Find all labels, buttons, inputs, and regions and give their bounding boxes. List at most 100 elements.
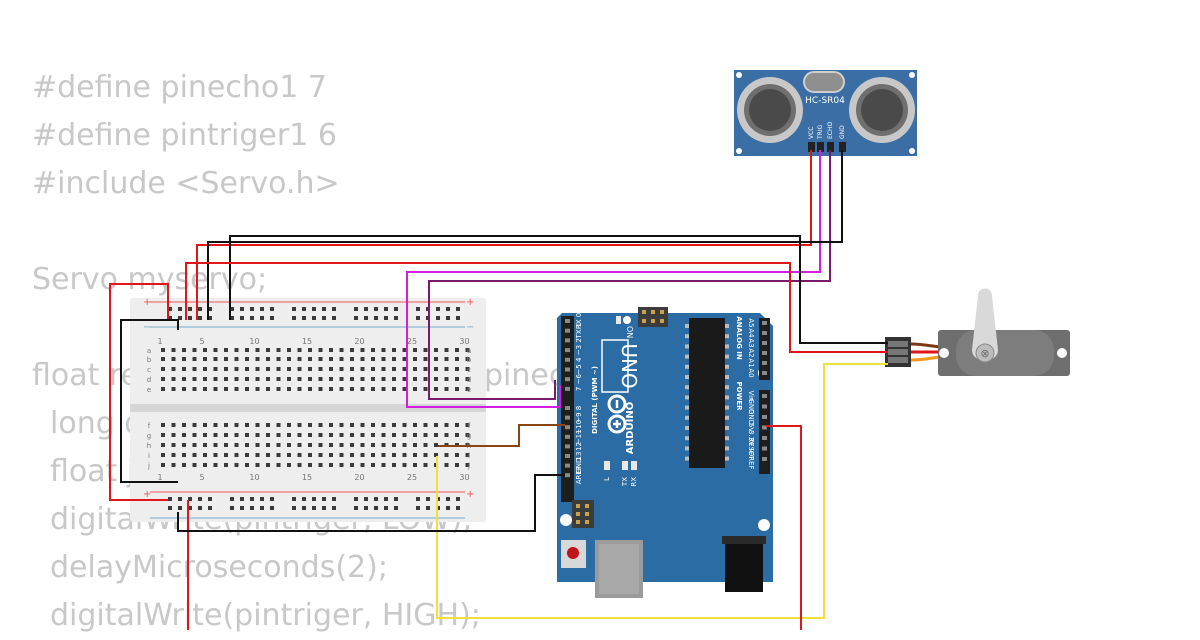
rail-hole[interactable] xyxy=(394,497,398,501)
breadboard-hole[interactable] xyxy=(203,463,207,467)
rail-hole[interactable] xyxy=(198,316,202,320)
sensor-pins[interactable] xyxy=(808,142,846,152)
breadboard-hole[interactable] xyxy=(245,443,249,447)
breadboard-hole[interactable] xyxy=(329,443,333,447)
breadboard-hole[interactable] xyxy=(465,348,470,352)
breadboard-hole[interactable] xyxy=(413,453,417,457)
wire-servo-vcc[interactable] xyxy=(185,262,888,353)
breadboard-hole[interactable] xyxy=(392,423,396,427)
breadboard-hole[interactable] xyxy=(360,433,365,437)
analog-header[interactable] xyxy=(759,318,770,380)
header-pin[interactable] xyxy=(565,377,570,382)
rail-hole[interactable] xyxy=(198,307,202,311)
breadboard-hole[interactable] xyxy=(255,423,260,427)
breadboard-hole[interactable] xyxy=(276,357,281,361)
breadboard-hole[interactable] xyxy=(339,443,344,447)
breadboard-hole[interactable] xyxy=(434,357,438,361)
breadboard-hole[interactable] xyxy=(161,443,165,447)
rail-hole[interactable] xyxy=(188,497,192,501)
breadboard-hole[interactable] xyxy=(308,443,312,447)
breadboard-hole[interactable] xyxy=(255,443,260,447)
rail-hole[interactable] xyxy=(270,506,274,510)
breadboard-hole[interactable] xyxy=(455,348,459,352)
rail-hole[interactable] xyxy=(240,316,244,320)
breadboard-hole[interactable] xyxy=(266,357,270,361)
rail-hole[interactable] xyxy=(374,316,378,320)
breadboard-hole[interactable] xyxy=(287,463,291,467)
breadboard-hole[interactable] xyxy=(350,377,354,381)
breadboard-hole[interactable] xyxy=(266,433,270,437)
reset-button-cap[interactable] xyxy=(567,547,579,559)
breadboard-hole[interactable] xyxy=(402,443,407,447)
breadboard-hole[interactable] xyxy=(297,387,302,391)
breadboard-hole[interactable] xyxy=(444,357,449,361)
breadboard-hole[interactable] xyxy=(455,377,459,381)
breadboard-hole[interactable] xyxy=(161,357,165,361)
breadboard-hole[interactable] xyxy=(329,387,333,391)
breadboard-hole[interactable] xyxy=(287,387,291,391)
sensor-pin[interactable] xyxy=(827,142,834,152)
breadboard-hole[interactable] xyxy=(287,423,291,427)
breadboard-hole[interactable] xyxy=(245,348,249,352)
breadboard-hole[interactable] xyxy=(465,357,470,361)
breadboard-hole[interactable] xyxy=(423,423,428,427)
rail-hole[interactable] xyxy=(384,316,388,320)
rail-hole[interactable] xyxy=(208,307,212,311)
breadboard-hole[interactable] xyxy=(455,357,459,361)
breadboard-hole[interactable] xyxy=(339,433,344,437)
breadboard-hole[interactable] xyxy=(465,387,470,391)
rail-hole[interactable] xyxy=(260,316,264,320)
breadboard-hole[interactable] xyxy=(318,463,323,467)
breadboard-hole[interactable] xyxy=(360,443,365,447)
rail-hole[interactable] xyxy=(374,307,378,311)
breadboard-hole[interactable] xyxy=(234,348,239,352)
rail-hole[interactable] xyxy=(292,307,296,311)
breadboard-hole[interactable] xyxy=(192,367,197,371)
rail-hole[interactable] xyxy=(250,316,254,320)
breadboard-hole[interactable] xyxy=(318,387,323,391)
breadboard-hole[interactable] xyxy=(224,387,228,391)
rail-hole[interactable] xyxy=(230,506,234,510)
breadboard-hole[interactable] xyxy=(192,453,197,457)
breadboard-hole[interactable] xyxy=(308,463,312,467)
breadboard-hole[interactable] xyxy=(287,453,291,457)
breadboard-hole[interactable] xyxy=(392,453,396,457)
breadboard-hole[interactable] xyxy=(465,463,470,467)
breadboard-hole[interactable] xyxy=(339,387,344,391)
rail-hole[interactable] xyxy=(250,307,254,311)
rail-hole[interactable] xyxy=(446,307,450,311)
rail-hole[interactable] xyxy=(178,497,182,501)
header-pin[interactable] xyxy=(565,463,570,468)
breadboard-hole[interactable] xyxy=(213,433,218,437)
breadboard-hole[interactable] xyxy=(234,453,239,457)
breadboard-hole[interactable] xyxy=(339,423,344,427)
breadboard-hole[interactable] xyxy=(234,357,239,361)
breadboard-hole[interactable] xyxy=(465,367,470,371)
breadboard-hole[interactable] xyxy=(255,348,260,352)
breadboard-hole[interactable] xyxy=(423,453,428,457)
breadboard-hole[interactable] xyxy=(339,367,344,371)
breadboard-hole[interactable] xyxy=(297,348,302,352)
wire-sensor-gnd[interactable] xyxy=(207,150,843,320)
breadboard-hole[interactable] xyxy=(203,443,207,447)
breadboard-hole[interactable] xyxy=(182,367,186,371)
breadboard-hole[interactable] xyxy=(392,348,396,352)
breadboard-hole[interactable] xyxy=(465,433,470,437)
rail-hole[interactable] xyxy=(302,316,306,320)
breadboard-hole[interactable] xyxy=(203,387,207,391)
header-pin[interactable] xyxy=(565,319,570,323)
breadboard-hole[interactable] xyxy=(224,443,228,447)
breadboard-hole[interactable] xyxy=(339,348,344,352)
breadboard-hole[interactable] xyxy=(213,387,218,391)
breadboard-hole[interactable] xyxy=(308,348,312,352)
rail-hole[interactable] xyxy=(168,316,172,320)
breadboard-hole[interactable] xyxy=(245,423,249,427)
breadboard-hole[interactable] xyxy=(276,443,281,447)
header-pin[interactable] xyxy=(565,338,570,343)
rail-hole[interactable] xyxy=(332,506,336,510)
breadboard-hole[interactable] xyxy=(423,367,428,371)
breadboard-hole[interactable] xyxy=(318,423,323,427)
header-pin[interactable] xyxy=(762,404,767,409)
rail-hole[interactable] xyxy=(354,307,358,311)
sensor-pin[interactable] xyxy=(817,142,824,152)
